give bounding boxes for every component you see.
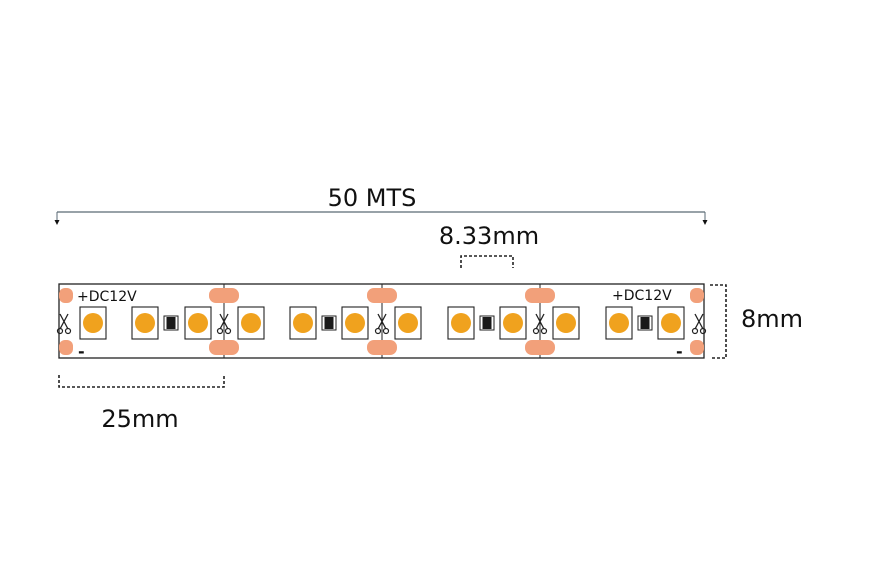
cut-length-label: 25mm [101,405,178,433]
scissors-cut-mark-icon [374,313,390,335]
led-chip [241,313,261,333]
solder-pad [367,340,397,355]
solder-pad [59,288,73,303]
solder-pad [690,340,704,355]
arrow-down-right-icon [702,220,708,225]
polarity-negative-label-left: - [78,342,85,361]
solder-pad [209,340,239,355]
led-chip [451,313,471,333]
solder-pad [367,288,397,303]
led-chip [345,313,365,333]
led-chip [503,313,523,333]
resistor-body [640,317,650,329]
total-length-dimension: 50 MTS [54,184,708,225]
led-chip [609,313,629,333]
resistor-body [324,317,334,329]
solder-pad [690,288,704,303]
led-chip [556,313,576,333]
led-chip [83,313,103,333]
solder-pad [525,288,555,303]
scissors-cut-mark-icon [532,313,548,335]
arrow-down-left-icon [54,220,60,225]
led-chip [398,313,418,333]
strip-width-label: 8mm [741,305,803,333]
resistor-body [482,317,492,329]
solder-pad [525,340,555,355]
led-chip [188,313,208,333]
polarity-positive-label-right: +DC12V [612,288,672,304]
led-strip: +DC12V - +DC12V - [56,283,707,361]
resistor-body [166,317,176,329]
led-chip [135,313,155,333]
strip-width-dimension: 8mm [710,284,803,359]
led-chip [293,313,313,333]
scissors-cut-mark-icon [216,313,232,335]
cut-length-dimension: 25mm [58,375,225,433]
total-length-label: 50 MTS [328,184,417,212]
solder-pad [209,288,239,303]
scissors-cut-mark-icon [56,313,72,335]
polarity-positive-label-left: +DC12V [77,289,137,305]
led-chip [661,313,681,333]
led-spacing-dimension: 8.33mm [439,222,539,268]
polarity-negative-label-right: - [676,342,683,361]
solder-pad [59,340,73,355]
scissors-cut-mark-icon [691,313,707,335]
led-spacing-label: 8.33mm [439,222,539,250]
